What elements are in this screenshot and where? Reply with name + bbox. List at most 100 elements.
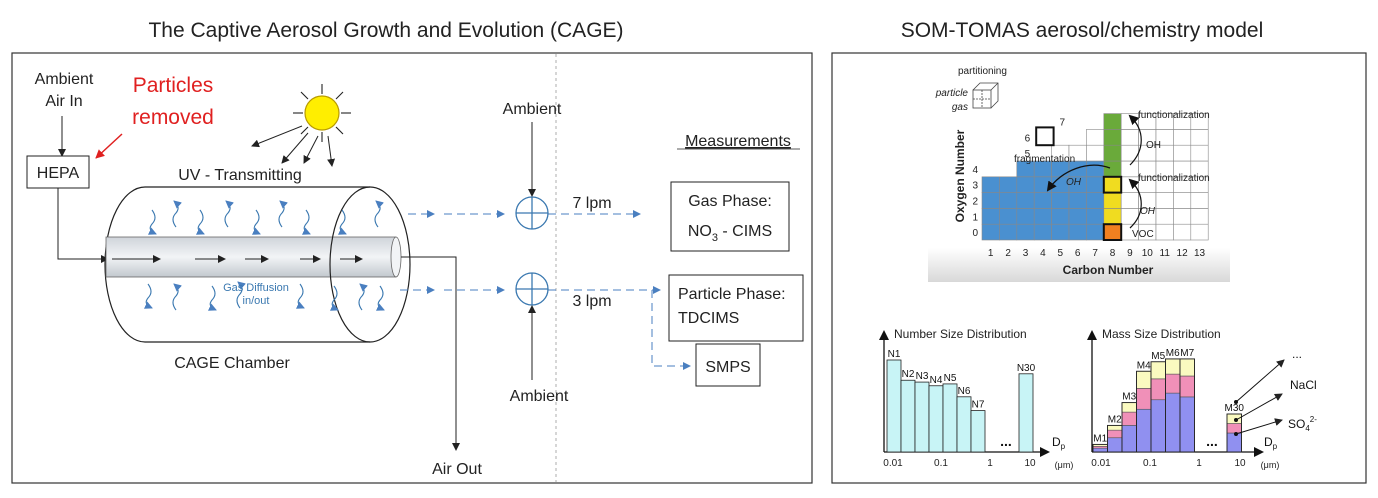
number-bar-label: N4	[930, 375, 943, 386]
number-bar-label: N6	[958, 386, 971, 397]
mass-bar-label: M5	[1151, 351, 1165, 362]
grid-cell	[981, 192, 1000, 209]
mass-dist-unit: (μm)	[1261, 460, 1280, 470]
fragmentation-arrow	[1046, 164, 1111, 192]
mass-segment	[1107, 429, 1123, 439]
number-bar	[914, 381, 930, 453]
number-bar	[886, 359, 902, 453]
particles-removed-label-2: removed	[132, 106, 214, 129]
mass-segment	[1150, 378, 1166, 401]
mass-segment	[1107, 437, 1123, 453]
grid-cell	[1103, 223, 1122, 241]
particles-removed-label-1: Particles	[133, 74, 214, 97]
mass-segment	[1121, 402, 1137, 413]
mass-dist-ellipsis: ...	[1206, 433, 1218, 449]
carbon-tick: 8	[1110, 248, 1116, 259]
grid-cell	[1016, 192, 1035, 209]
mass-segment	[1179, 375, 1195, 398]
grid-cell	[1033, 192, 1052, 209]
mass-x-tick: 10	[1234, 458, 1246, 469]
number-bar-label: N2	[902, 369, 915, 380]
grid-cell	[999, 208, 1018, 225]
grid-cell	[1068, 223, 1087, 241]
mass-segment	[1092, 447, 1108, 453]
carbon-tick: 13	[1194, 248, 1206, 259]
mass-segment	[1165, 358, 1181, 375]
cage-chamber-label: CAGE Chamber	[174, 355, 290, 372]
number-dist-dp: Dp	[1052, 435, 1066, 451]
grid-cell	[981, 223, 1000, 241]
legend-nacl-arrow	[1235, 393, 1283, 421]
uv-label: UV - Transmitting	[178, 167, 302, 184]
number-bar-label: N1	[888, 349, 901, 360]
particle-flow	[400, 286, 691, 370]
air-out-line	[401, 256, 460, 451]
grid-cell	[1033, 176, 1052, 193]
grid-cell	[1086, 223, 1105, 241]
grid-cell	[1068, 208, 1087, 225]
grid-cell	[1033, 208, 1052, 225]
highlight-box-particle	[1035, 126, 1055, 147]
number-bar	[928, 385, 944, 453]
mass-bar-label: M3	[1122, 392, 1136, 403]
grid-cell	[1086, 160, 1105, 178]
left-title: The Captive Aerosol Growth and Evolution…	[148, 19, 623, 42]
grid-cell	[999, 176, 1018, 193]
mass-segment	[1136, 388, 1152, 410]
diffusion-wiggles-bottom	[143, 281, 385, 311]
oh-top-label: OH	[1146, 140, 1161, 151]
grid-cell	[1173, 144, 1192, 162]
highlight-box-mid	[1102, 175, 1123, 194]
grid-cell	[1068, 192, 1087, 209]
smps-label: SMPS	[705, 359, 750, 376]
legend-other-arrow	[1235, 359, 1285, 403]
gas-phase-label: Gas Phase:	[688, 193, 772, 210]
grid-cell	[981, 176, 1000, 193]
grid-cell	[1016, 176, 1035, 193]
oxygen-tick: 1	[972, 212, 978, 223]
hepa-label: HEPA	[37, 165, 80, 182]
grid-cell	[1173, 129, 1192, 146]
number-bar	[942, 383, 958, 453]
partitioning-cube-icon	[972, 82, 999, 109]
particle-mixer-icon	[515, 272, 549, 306]
fragmentation-label: fragmentation	[1014, 154, 1075, 165]
grid-cell	[1173, 192, 1192, 209]
grid-cell	[1190, 144, 1209, 162]
grid-cell	[1103, 129, 1122, 146]
mass-bar-label: M6	[1166, 348, 1180, 359]
particles-removed-arrow	[95, 133, 123, 159]
grid-cell	[1173, 208, 1192, 225]
grid-cell	[1190, 223, 1209, 241]
mass-segment	[1136, 408, 1152, 453]
grid-cell	[1120, 160, 1139, 178]
number-bar	[900, 379, 916, 453]
measurements-heading: Measurements	[685, 133, 791, 150]
mass-bar-label: M30	[1225, 403, 1245, 414]
grid-cell	[1155, 223, 1174, 241]
legend-nacl: NaCl	[1290, 378, 1317, 392]
gas-flow-rate: 7 lpm	[572, 195, 611, 212]
gas-mixer-icon	[515, 196, 549, 230]
sun-ray-arrows	[251, 125, 336, 167]
mass-bar-label: M2	[1108, 414, 1122, 425]
number-x-tick: 1	[987, 458, 993, 469]
carbon-tick: 10	[1142, 248, 1154, 259]
legend-other: ...	[1292, 347, 1302, 361]
ambient-air-in-label-1: Ambient	[35, 71, 94, 88]
legend-so4-arrow	[1235, 418, 1283, 435]
number-dist-ellipsis: ...	[1000, 433, 1012, 449]
particle-phase-box	[668, 274, 804, 342]
ambient-bottom-label: Ambient	[510, 388, 569, 405]
mass-segment	[1226, 423, 1242, 434]
air-out-label: Air Out	[432, 461, 482, 478]
carbon-tick: 1	[988, 248, 994, 259]
particle-phase-label: Particle Phase:	[678, 286, 786, 303]
oxygen-axis-label: Oxygen Number	[953, 129, 967, 222]
number-bar-label: N7	[972, 400, 985, 411]
grid-cell	[1086, 129, 1105, 146]
oxygen-tick: 4	[972, 165, 978, 176]
mass-segment	[1165, 392, 1181, 453]
mass-segment	[1121, 411, 1137, 426]
